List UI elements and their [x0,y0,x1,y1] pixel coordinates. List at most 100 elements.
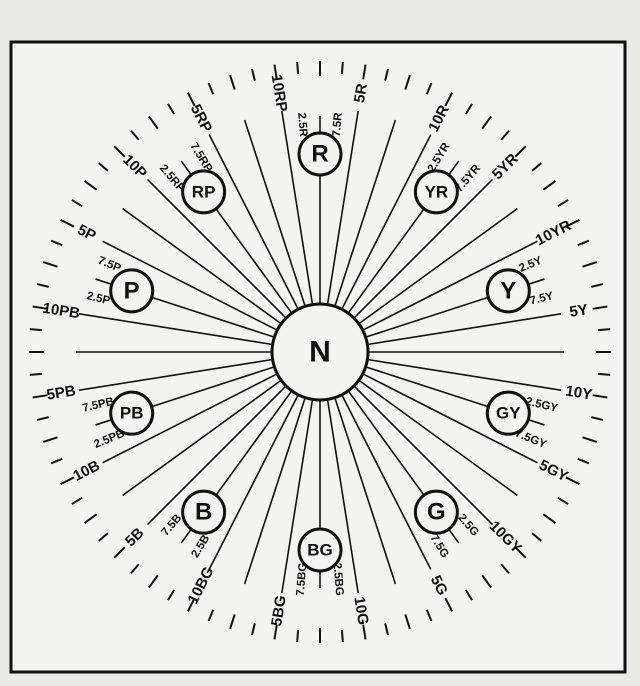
hue-spoke [122,379,282,497]
inner-label-7-5bg: 7.5BG [295,562,310,596]
outer-tick [340,61,344,74]
hue-circle-label: G [427,499,446,526]
outer-tick [542,513,557,524]
outer-tick [207,609,215,622]
outer-tick [29,372,42,376]
hue-circle-g: G [413,489,459,535]
outer-tick [598,372,611,376]
outer-tick [531,162,542,172]
outer-tick [577,239,590,247]
outer-tick [130,563,140,574]
outer-tick [113,145,126,158]
hue-spoke [208,394,299,570]
outer-tick [229,74,236,90]
outer-tick [167,103,176,115]
hue-spoke [358,207,518,325]
outer-tick [42,261,58,268]
hue-circle-r: R [297,131,343,177]
hue-circle-y: Y [485,268,531,314]
inner-label-2-5r: 2.5R [295,112,309,138]
neutral-center: N [270,302,370,402]
outer-label-5r: 5R [351,82,371,104]
outer-tick [98,162,109,172]
outer-tick [531,532,542,542]
hue-circle-rp: RP [181,169,227,215]
outer-label-5p: 5P [75,221,99,244]
hue-spoke [362,240,538,331]
outer-tick [83,180,98,191]
outer-tick [186,597,196,612]
hue-circle-label: B [195,499,212,526]
outer-tick [98,532,109,542]
outer-label-5y: 5Y [568,301,589,321]
outer-tick [362,64,367,80]
outer-tick [481,115,492,130]
outer-tick [514,546,527,559]
hue-circle-label: P [124,277,140,304]
hue-circle-yr: YR [413,169,459,215]
outer-tick [514,145,527,158]
outer-label-5pb: 5PB [45,382,77,403]
outer-label-10y: 10Y [564,383,593,404]
hue-spoke [281,110,314,305]
outer-tick [229,614,236,630]
outer-tick [542,180,557,191]
neutral-center-label: N [309,336,331,369]
outer-tick [444,92,454,107]
outer-tick [32,305,48,310]
hue-spoke [367,313,562,346]
outer-tick [565,476,580,486]
outer-tick [592,394,608,399]
hue-spoke [243,397,306,585]
hue-spoke [122,207,282,325]
outer-tick [29,328,42,332]
outer-tick [565,218,580,228]
outer-tick [50,239,63,247]
outer-tick [425,609,433,622]
hue-circle-gy: GY [485,390,531,436]
outer-tick [500,130,510,141]
outer-tick [582,436,598,443]
outer-tick [36,283,49,288]
outer-tick [32,394,48,399]
hue-circle-outline [109,390,155,436]
hue-circle-outline [181,169,227,215]
outer-label-5bg: 5BG [268,594,290,627]
hue-spoke [341,394,432,570]
outer-tick [425,82,433,95]
inner-label-7-5r: 7.5R [331,111,345,137]
hue-circle-outline [485,268,531,314]
outer-label-10pb: 10PB [41,300,81,323]
hue-circle-label: R [311,141,328,168]
outer-tick [251,623,256,636]
hue-spoke [341,134,432,310]
hue-spoke [102,240,278,331]
outer-tick [582,261,598,268]
hue-circle-label: BG [307,541,333,560]
outer-label-10rp: 10RP [268,73,291,113]
hue-circle-outline [413,489,459,535]
outer-tick [273,64,278,80]
hue-spoke [367,358,562,391]
outer-tick [167,589,176,601]
hue-circle-p: P [109,268,155,314]
outer-tick [296,61,300,74]
hue-circle-outline [413,169,459,215]
outer-tick [50,457,63,465]
hue-spoke [78,358,273,391]
hue-spoke [281,399,314,594]
inner-label-7-5y: 7.5Y [529,290,555,307]
outer-tick [36,416,49,421]
outer-tick [500,563,510,574]
hue-circle-label: GY [496,404,521,423]
outer-tick [148,574,159,589]
hue-spoke [362,373,538,464]
outer-tick [42,436,58,443]
outer-tick [384,623,389,636]
outer-tick [340,630,344,643]
hue-spoke [146,178,287,319]
outer-tick-ring [29,61,611,643]
hue-circle-bg: BG [297,527,343,573]
